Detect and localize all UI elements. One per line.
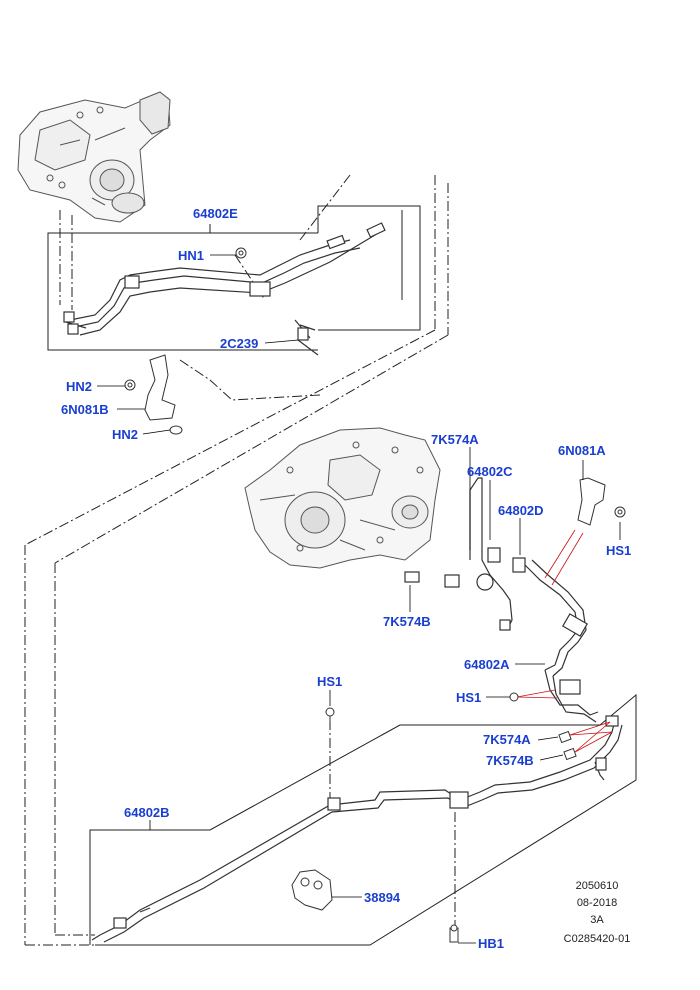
- bolt-hs1-mid: [509, 692, 519, 702]
- label-38894: 38894: [364, 890, 401, 905]
- dash-dot-paths: [24, 174, 456, 946]
- red-leaders-lower: [516, 689, 613, 753]
- label-2C239: 2C239: [220, 336, 258, 351]
- label-7K574A-bottom: 7K574A: [483, 732, 531, 747]
- pipe-assembly-64802A: [404, 477, 599, 723]
- ref-code-3: 3A: [590, 914, 604, 926]
- label-64802C: 64802C: [467, 464, 513, 479]
- label-64802E: 64802E: [193, 206, 238, 221]
- label-hs1-right: HS1: [606, 543, 631, 558]
- label-64802B: 64802B: [124, 805, 170, 820]
- bolt-hb1: [449, 924, 459, 943]
- lower-frame: [89, 693, 637, 946]
- label-64802D: 64802D: [498, 503, 544, 518]
- label-6N081A: 6N081A: [558, 443, 606, 458]
- label-hs1-mid: HS1: [456, 690, 481, 705]
- label-hn2-top: HN2: [66, 379, 92, 394]
- ref-code-4: C0285420-01: [564, 933, 631, 945]
- pipe-assembly-64802E: [63, 222, 386, 356]
- black-leaders: [97, 254, 621, 944]
- label-hn1: HN1: [178, 248, 204, 263]
- label-7K574B-bottom: 7K574B: [486, 753, 534, 768]
- label-64802A: 64802A: [464, 657, 510, 672]
- label-hn2-bottom: HN2: [112, 427, 138, 442]
- label-hs1-left: HS1: [317, 674, 342, 689]
- bracket-6N081B: [124, 354, 183, 435]
- red-leaders-upper: [544, 529, 584, 586]
- label-6N081B: 6N081B: [61, 402, 109, 417]
- clip-38894: [291, 869, 333, 911]
- pipe-assembly-64802B: [91, 715, 623, 943]
- ref-code-1: 2050610: [576, 880, 619, 892]
- sensor-7K574-lower: [558, 730, 577, 761]
- ref-code-2: 08-2018: [577, 897, 617, 909]
- transfer-case-drawing: [17, 91, 171, 223]
- bracket-6N081A: [577, 477, 626, 526]
- upper-frame: [47, 205, 421, 401]
- gearbox-drawing: [244, 427, 441, 569]
- bolt-hs1-left: [325, 707, 335, 722]
- label-hb1: HB1: [478, 936, 504, 951]
- label-7K574B-top: 7K574B: [383, 614, 431, 629]
- label-7K574A-top: 7K574A: [431, 432, 479, 447]
- nut-hn1-upper: [235, 247, 247, 259]
